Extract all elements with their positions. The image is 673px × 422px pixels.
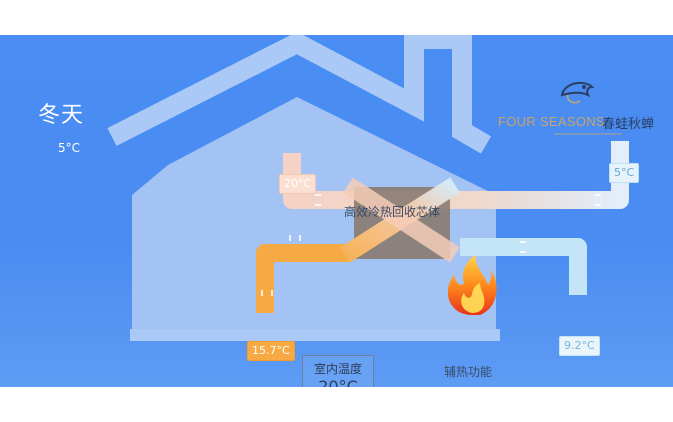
roof-outline — [107, 35, 492, 154]
cross-duct-b — [343, 177, 460, 263]
exhaust-duct — [460, 238, 587, 295]
indoor-temperature-label: 室内温度 — [313, 362, 362, 376]
brand-name-chinese: 春蛙秋蝉 — [602, 117, 655, 132]
flame-icon — [447, 255, 497, 315]
indoor-temperature-box: 室内温度 20°C — [302, 355, 374, 387]
brand-name: FOUR SEASONS — [498, 114, 605, 129]
exhaust-temperature-badge: 9.2°C — [559, 336, 600, 356]
heater-label: 辅热功能 — [444, 365, 493, 379]
brand-logo: FOUR SEASONS 春蛙秋蝉 — [498, 73, 668, 143]
fresh-air-temperature-badge: 5°C — [609, 163, 640, 183]
winter-ventilation-scene: 冬天 5°C FOUR SEASONS 春蛙秋蝉 20°C 5°C 15.7°C… — [0, 35, 673, 387]
indoor-temperature-value: 20°C — [318, 377, 358, 387]
season-title: 冬天 — [38, 103, 85, 128]
supply-temperature-badge: 20°C — [279, 174, 317, 194]
brand-underline — [554, 133, 622, 135]
outdoor-temperature: 5°C — [58, 141, 81, 155]
house-body — [132, 97, 496, 330]
frog-icon — [560, 81, 595, 104]
indoor-return-duct — [256, 244, 350, 313]
core-label: 高效冷热回收芯体 — [344, 205, 441, 219]
return-air-temperature-badge: 15.7°C — [247, 341, 295, 361]
